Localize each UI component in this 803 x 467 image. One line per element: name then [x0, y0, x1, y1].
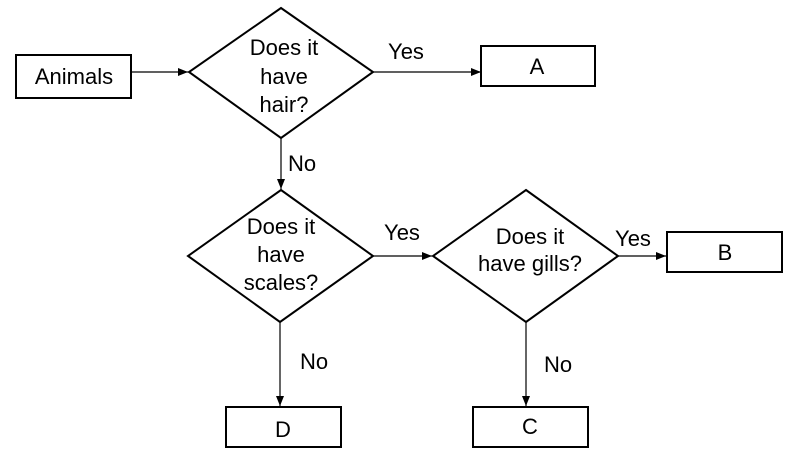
edge-label-gills-yes: Yes [615, 226, 651, 251]
edge-label-scales-no: No [300, 349, 328, 374]
decision-scales-line-1: Does it [247, 214, 315, 239]
node-b: B [666, 231, 783, 273]
decision-gills-line-1: Does it [496, 224, 564, 249]
decision-scales-line-3: scales? [244, 270, 319, 295]
node-d-label: D [275, 417, 291, 442]
decision-gills-line-2: have gills? [478, 251, 582, 276]
edge-label-gills-no: No [544, 352, 572, 377]
decision-hair-line-2: have [260, 64, 308, 89]
edge-label-hair-yes: Yes [388, 39, 424, 64]
edge-label-scales-yes: Yes [384, 220, 420, 245]
node-b-label: B [718, 240, 733, 265]
node-a: A [480, 45, 596, 87]
node-c-label: C [522, 414, 538, 439]
node-animals-label: Animals [35, 64, 113, 89]
edge-label-hair-no: No [288, 151, 316, 176]
node-a-label: A [530, 54, 545, 79]
node-animals: Animals [15, 54, 132, 99]
decision-hair-line-1: Does it [250, 35, 318, 60]
decision-hair-line-3: hair? [260, 92, 309, 117]
decision-scales-line-2: have [257, 242, 305, 267]
decision-scales: Does it have scales? [186, 188, 375, 324]
node-d: D [225, 406, 342, 448]
decision-hair: Does it have hair? [187, 6, 375, 140]
node-c: C [472, 406, 589, 448]
decision-gills: Does it have gills? [431, 188, 620, 324]
